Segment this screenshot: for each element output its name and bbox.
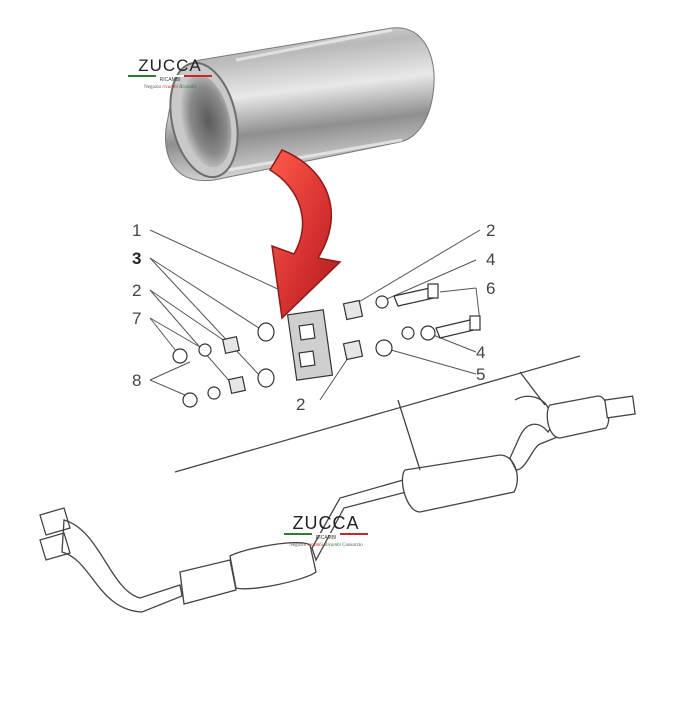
callout-label: 3 — [132, 249, 141, 268]
red-arrow-icon — [268, 149, 342, 320]
exhaust-system-outline — [39, 355, 636, 613]
brand-subtitle: RICAMBI — [315, 535, 337, 541]
brand-logo-bottom: ZUCCA RICAMBI Negozio ricambi Ricambi Co… — [284, 514, 368, 548]
callout-label: 7 — [132, 309, 141, 328]
callout-label: 8 — [132, 371, 141, 390]
callout-label: 5 — [476, 365, 485, 384]
brand-tagline: Negozio ricambi Ricambi — [144, 85, 196, 90]
leader-lines — [149, 229, 481, 401]
metal-sleeve-image — [165, 27, 435, 182]
brand-name: ZUCCA — [138, 56, 202, 75]
brand-logo-top: ZUCCA RICAMBI Negozio ricambi Ricambi — [128, 57, 212, 90]
flag-stripe — [284, 533, 368, 535]
callout-label: 2 — [296, 395, 305, 414]
flag-stripe — [128, 75, 212, 77]
brand-subtitle: RICAMBI — [159, 77, 181, 83]
mounting-hardware — [172, 283, 481, 408]
brand-tagline: Negozio ricambi Ricambi Consorzio — [289, 543, 363, 548]
callout-label: 4 — [476, 343, 485, 362]
callout-label: 1 — [132, 221, 141, 240]
callout-numbers: 1 3 2 7 8 2 4 6 4 5 2 — [132, 221, 495, 414]
callout-label: 6 — [486, 279, 495, 298]
callout-label: 4 — [486, 250, 495, 269]
callout-label: 2 — [132, 281, 141, 300]
brand-name: ZUCCA — [292, 513, 360, 533]
callout-label: 2 — [486, 221, 495, 240]
